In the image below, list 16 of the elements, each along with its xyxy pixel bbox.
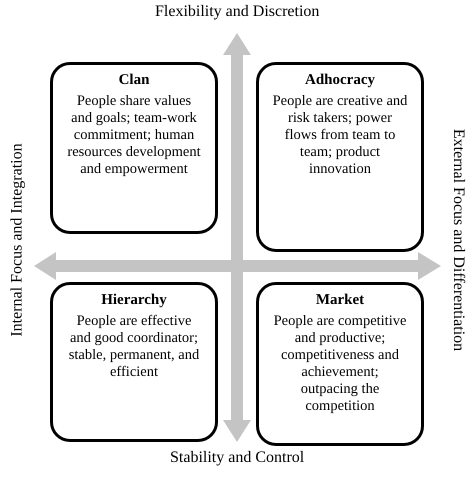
quadrant-box <box>50 282 218 442</box>
quadrant-description: People share values and goals; team-work commitment; human resources development and empowerment <box>66 93 202 178</box>
quadrant-description: People are competitive and productive; competitiveness and achievement; outpacing the competition <box>272 313 408 415</box>
quadrant-box <box>256 62 424 252</box>
quadrant-description: People are effective and good coordinator; stable, permanent, and efficient <box>68 313 200 381</box>
axis-label: External Focus and Differentiation <box>449 128 468 352</box>
axis-label: Stability and Control <box>170 449 304 467</box>
quadrant-box <box>256 282 424 446</box>
quadrant-title: Clan <box>118 71 150 89</box>
quadrant-description: People are creative and risk takers; power flows from team to team; product innovation <box>272 93 408 178</box>
quadrant-title: Market <box>314 291 366 309</box>
axis-label: Flexibility and Discretion <box>155 3 320 21</box>
quadrant-box <box>50 62 218 234</box>
quadrant-title: Adhocracy <box>304 71 376 89</box>
axis-label: Internal Focus and Integration <box>8 143 26 337</box>
quadrant-title: Hierarchy <box>100 291 168 309</box>
